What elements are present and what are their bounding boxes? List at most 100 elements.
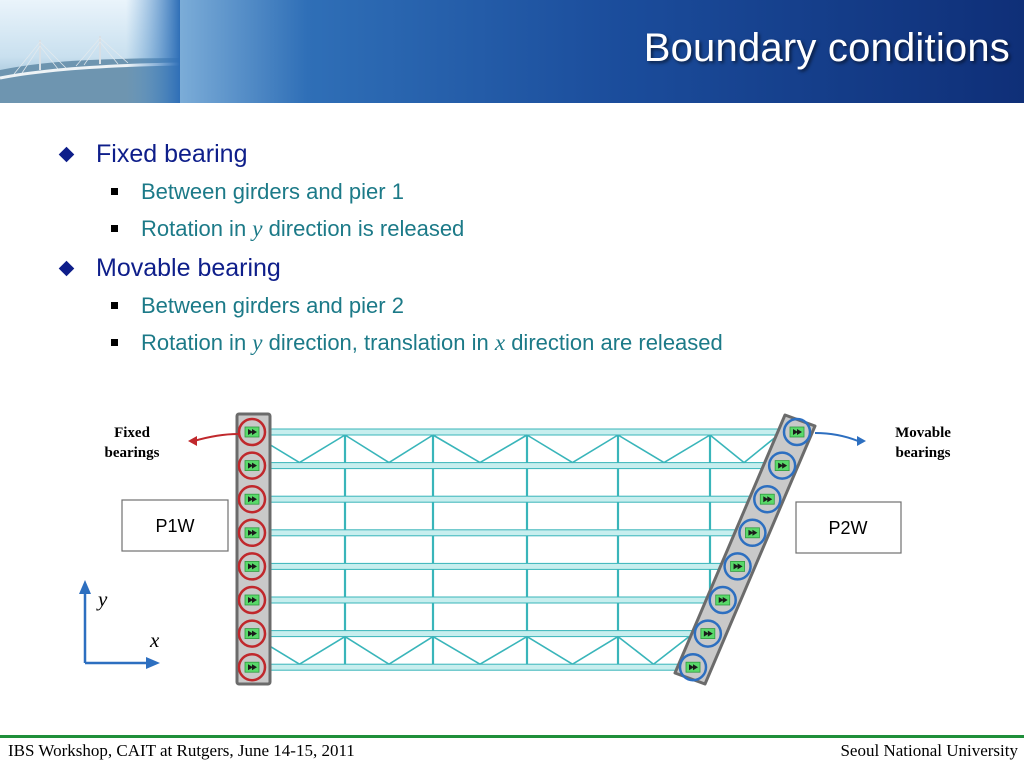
slide-title: Boundary conditions	[643, 26, 1010, 70]
bearing-arrow-icon	[693, 664, 698, 671]
movable-bearing	[767, 451, 797, 480]
fixed-bearing	[237, 652, 267, 682]
bracing	[432, 635, 481, 665]
bracing	[526, 434, 573, 464]
bracing	[663, 434, 711, 464]
bracing	[572, 635, 619, 665]
bearing-arrow-icon	[689, 664, 694, 671]
pier-2-label-box	[795, 501, 902, 554]
fixed-label-line1: Fixed	[114, 425, 150, 441]
girder	[253, 663, 694, 671]
bearing-arrow-icon	[248, 429, 253, 435]
bullet-part: direction is released	[262, 216, 465, 241]
bullet-level1-0: Fixed bearing	[58, 135, 960, 173]
movable-label-line1: Movable	[895, 425, 951, 441]
bearing-arrow-icon	[248, 563, 253, 570]
bracing	[388, 434, 434, 464]
bracing	[432, 434, 481, 464]
bearing-arrow-icon	[252, 429, 257, 435]
movable-bearing	[708, 585, 737, 615]
girder	[253, 428, 798, 436]
bearing-arrow-icon	[752, 529, 758, 536]
bracing	[653, 635, 690, 665]
movable-bearing	[678, 652, 708, 682]
bearing-arrow-icon	[248, 597, 253, 603]
bracing	[617, 434, 665, 464]
fixed-arrowhead-icon	[188, 436, 197, 446]
bracing	[344, 434, 390, 464]
bridge-photo	[0, 0, 180, 103]
girder	[253, 562, 739, 570]
bracing	[709, 434, 745, 464]
girder	[253, 462, 783, 470]
axis-y-label: y	[96, 587, 108, 611]
bearing-arrow-icon	[248, 664, 253, 671]
coordinate-axes	[83, 590, 152, 665]
bullet-text: Fixed bearing	[96, 140, 248, 168]
pier-1-bar	[235, 412, 272, 686]
bearing-arrow-icon	[797, 429, 802, 435]
movable-arrow	[814, 432, 859, 442]
girder	[253, 596, 724, 604]
pier-2-bar	[673, 413, 817, 686]
header-banner: Boundary conditions	[0, 0, 1024, 103]
footer-divider	[0, 735, 1024, 738]
bearing-arrow-icon	[733, 563, 739, 570]
footer-right-text: Seoul National University	[840, 741, 1018, 760]
movable-bearing	[693, 619, 723, 648]
bearing-arrow-icon	[252, 563, 257, 570]
movable-bearing	[753, 484, 782, 514]
bearing-arrow-icon	[722, 597, 728, 603]
bullet-part: Rotation in	[141, 330, 253, 355]
bearing-arrow-icon	[748, 529, 754, 536]
bearing-arrow-icon	[252, 597, 257, 603]
bearing-arrow-icon	[793, 429, 798, 435]
bearing-arrow-icon	[703, 630, 709, 637]
bearing-arrow-icon	[252, 664, 257, 671]
bullet-text: Movable bearing	[96, 254, 281, 282]
movable-bearing	[738, 518, 767, 548]
bracing	[344, 635, 390, 665]
movable-bearing	[723, 552, 752, 581]
bracing	[479, 635, 528, 665]
girder	[253, 495, 768, 503]
square-bullet-icon	[111, 225, 118, 232]
pier-2-label: P2W	[828, 518, 867, 538]
bearing-markers	[237, 417, 812, 682]
bearing-arrow-icon	[707, 630, 713, 637]
girder	[253, 630, 709, 638]
square-bullet-icon	[111, 188, 118, 195]
bullet-level2-1-0: Between girders and pier 2	[60, 287, 960, 324]
square-bullet-icon	[111, 339, 118, 346]
bearing-arrow-icon	[763, 496, 769, 503]
pier-1-label: P1W	[155, 516, 194, 536]
bracing	[617, 635, 654, 665]
fixed-label-line2: bearings	[104, 445, 159, 461]
bullet-part: direction, translation in	[262, 330, 495, 355]
girder-grid	[253, 428, 798, 671]
bracing	[526, 635, 573, 665]
bullet-level2-0-0: Between girders and pier 1	[60, 173, 960, 210]
bullet-part: Between girders and pier 2	[141, 293, 404, 318]
bullet-level2-1-1: Rotation in y direction, translation in …	[60, 324, 960, 361]
bearing-arrow-icon	[252, 529, 257, 536]
bearing-arrow-icon	[778, 462, 784, 469]
bearing-arrow-icon	[737, 563, 743, 570]
bullet-level1-1: Movable bearing	[58, 249, 960, 287]
movable-bearing	[782, 417, 812, 447]
bearing-arrow-icon	[248, 630, 253, 637]
bullet-part: Between girders and pier 1	[141, 179, 404, 204]
pier-1-label-box	[121, 499, 229, 552]
bracing	[743, 434, 779, 464]
fixed-bearing	[237, 518, 267, 548]
bearing-arrow-icon	[782, 462, 788, 469]
bullet-part: direction are released	[505, 330, 723, 355]
bearing-arrow-icon	[248, 529, 253, 536]
y-axis-arrowhead-icon	[79, 580, 91, 594]
fixed-bearing	[237, 585, 267, 615]
bracing	[388, 635, 434, 665]
bracing	[572, 434, 619, 464]
bracing	[299, 434, 346, 464]
